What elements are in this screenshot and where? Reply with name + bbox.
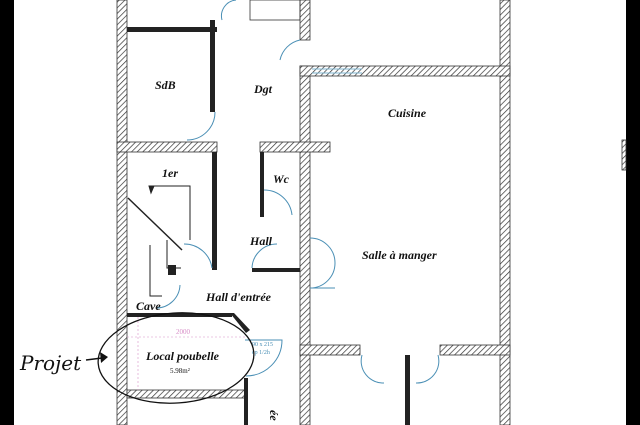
room-label-partial: ée — [267, 410, 281, 421]
window — [312, 68, 362, 74]
door-sdb — [186, 111, 216, 141]
handwritten-circle — [97, 312, 255, 404]
wall-cuisine-top — [299, 65, 511, 77]
solid-partitions — [127, 20, 410, 425]
wall-center — [299, 65, 311, 425]
room-label-dgt: Dgt — [253, 82, 273, 96]
wall-stub-right — [621, 139, 627, 171]
door-top — [279, 39, 301, 61]
wall-sdb-bottom — [116, 141, 218, 153]
doors — [155, 0, 440, 384]
wall-local-bottom — [126, 389, 246, 399]
closet-top — [249, 0, 301, 21]
room-label-1er: 1er — [162, 166, 178, 180]
room-label-hall: Hall — [249, 234, 273, 248]
door-1er — [183, 243, 213, 269]
wall-center-top — [299, 0, 311, 41]
door-rating-label: ep 1/2h — [252, 350, 270, 356]
wall-wc-top — [259, 141, 331, 153]
door-dgt-top — [221, 0, 237, 21]
room-label-cuisine: Cuisine — [388, 106, 427, 120]
door-hall — [251, 243, 278, 269]
door-hall-right — [309, 237, 336, 289]
door-salle-right — [415, 354, 440, 384]
wall-right — [499, 0, 511, 425]
paper — [14, 0, 626, 425]
dimension-lines — [127, 317, 245, 390]
door-cave — [155, 284, 181, 309]
wall-bottom-left — [299, 344, 361, 356]
wall-bottom-right — [439, 344, 511, 356]
handwritten-arrow-icon — [85, 352, 108, 363]
stairs — [127, 185, 191, 297]
dimension-width: 2000 — [176, 328, 191, 336]
room-area-local-poubelle: 5.98m² — [170, 367, 190, 375]
door-salle-left — [360, 354, 385, 384]
door-size-label: 90 x 215 — [252, 342, 273, 348]
walls — [116, 0, 627, 425]
handwritten-annotation: Projet — [19, 351, 82, 375]
door-wc — [263, 189, 293, 216]
room-label-sdb: SdB — [155, 78, 176, 92]
room-label-cave: Cave — [136, 299, 161, 313]
room-label-hall-entree: Hall d'entrée — [205, 290, 272, 304]
room-label-local-poubelle: Local poubelle — [145, 349, 220, 363]
door-local-poubelle — [245, 339, 283, 377]
room-label-salle-a-manger: Salle à manger — [362, 248, 437, 262]
wall-left — [116, 0, 128, 425]
room-label-wc: Wc — [273, 172, 290, 186]
